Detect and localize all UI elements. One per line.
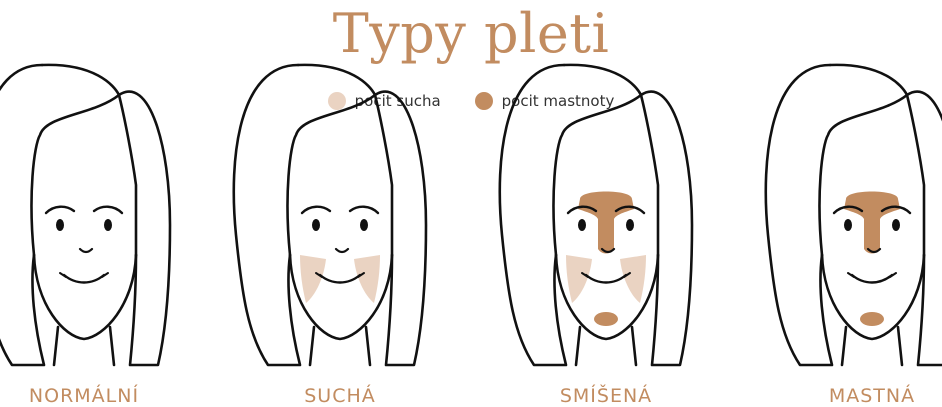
faces-illustration (0, 0, 942, 380)
face-dry (234, 65, 426, 365)
label-normal: NORMÁLNÍ (29, 385, 139, 407)
label-oily: MASTNÁ (829, 385, 915, 407)
label-dry: SUCHÁ (304, 385, 376, 407)
face-normal (0, 65, 170, 365)
label-combination: SMÍŠENÁ (560, 385, 652, 407)
face-combination (500, 65, 692, 365)
face-oily (766, 65, 942, 365)
